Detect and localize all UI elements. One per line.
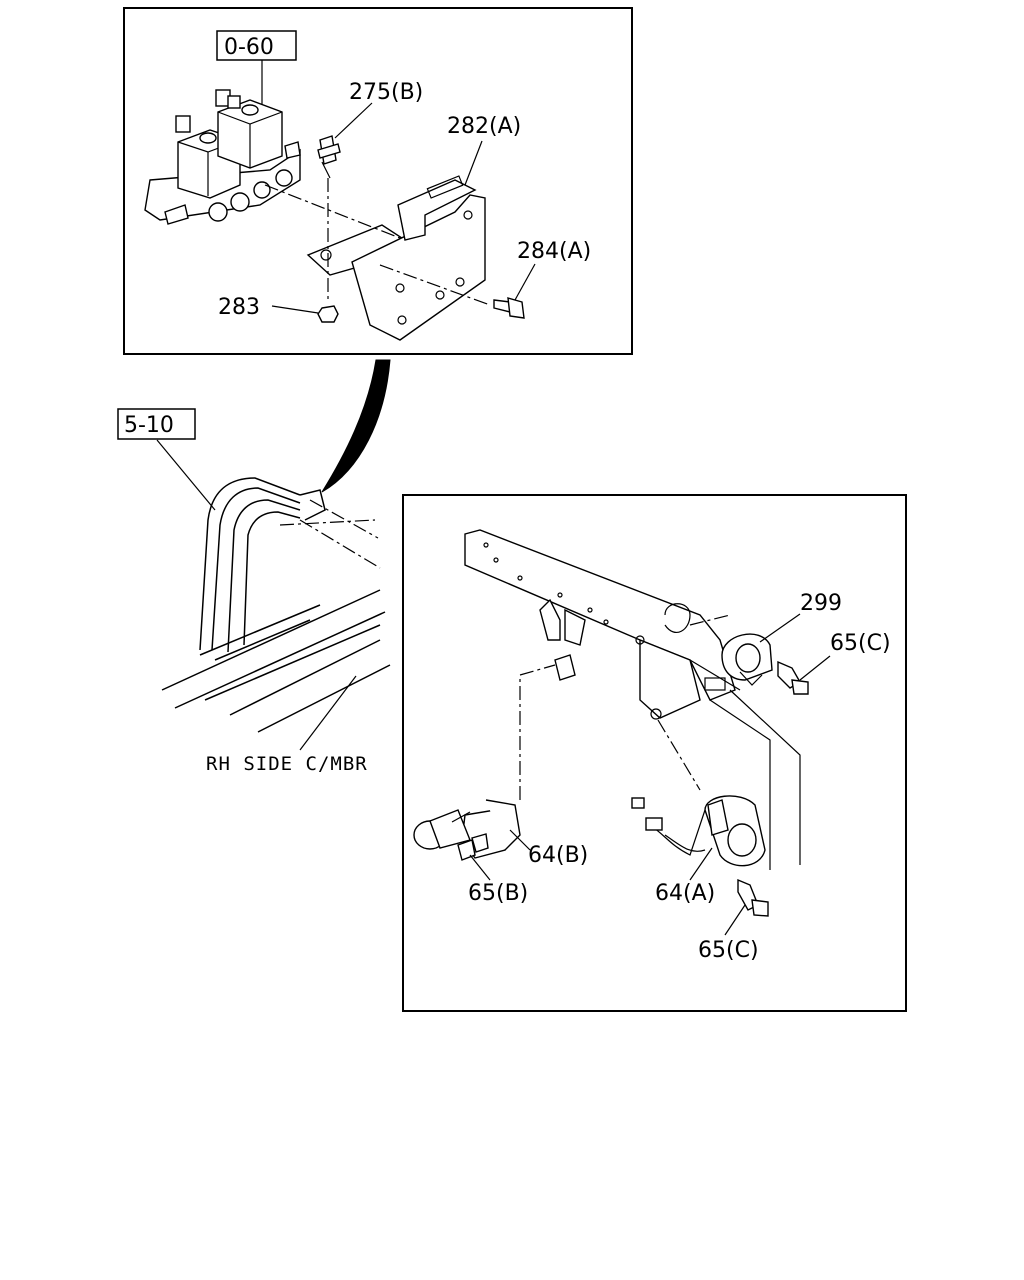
valve-64a[interactable] (631, 795, 766, 867)
label-64a: 64(A) (655, 881, 715, 906)
bracket-282a[interactable] (306, 175, 486, 341)
ref-box-0-60[interactable]: 0-60 (216, 30, 297, 61)
detail-pointer (321, 359, 391, 493)
air-tubing (199, 477, 381, 653)
bolt-284a[interactable] (493, 297, 525, 319)
ref-label-0-60: 0-60 (224, 35, 274, 60)
bottom-detail-frame (402, 494, 907, 1012)
nut-283[interactable] (317, 305, 339, 323)
bolt-275b[interactable] (317, 135, 341, 179)
solenoid-valve-assembly (144, 89, 301, 225)
label-rh-side: RH SIDE C/MBR (206, 753, 368, 775)
label-282a: 282(A) (447, 114, 521, 139)
bolt-65c-top[interactable] (777, 660, 809, 695)
label-283: 283 (218, 295, 260, 320)
frame-bracket (464, 529, 801, 870)
ref-label-5-10: 5-10 (124, 413, 174, 438)
label-64b: 64(B) (528, 843, 588, 868)
top-detail-frame (123, 7, 633, 355)
connector-bracket-299[interactable] (721, 633, 773, 686)
label-284a: 284(A) (517, 239, 591, 264)
label-65b: 65(B) (468, 881, 528, 906)
reference-box-5-10[interactable]: 5-10 (117, 408, 196, 440)
label-65c-top: 65(C) (830, 631, 891, 656)
rh-side-crossmember (161, 589, 391, 733)
label-65c-bottom: 65(C) (698, 938, 759, 963)
label-299: 299 (800, 591, 842, 616)
label-275b: 275(B) (349, 80, 423, 105)
bolt-65c-bottom[interactable] (737, 878, 769, 917)
